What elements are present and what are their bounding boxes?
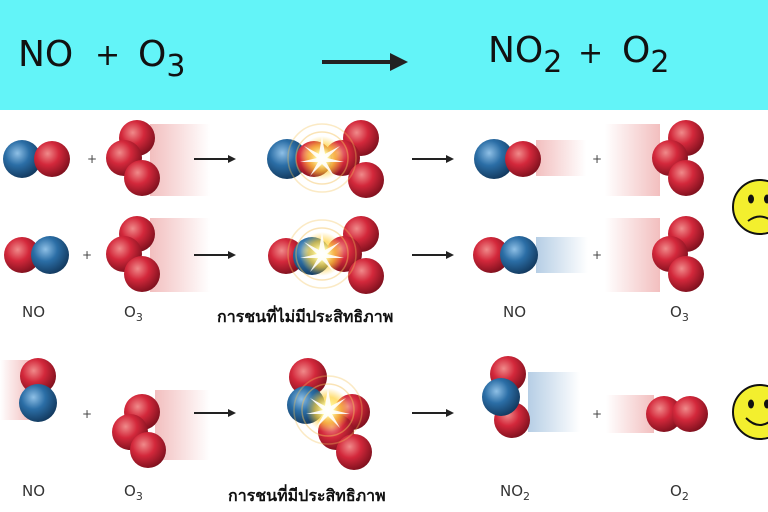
label-no-product-ineffective: NO: [503, 303, 527, 321]
row1-plus: +: [87, 152, 97, 166]
row2-no-molecule: [4, 236, 69, 274]
label-o3-reactant-ineffective: O3: [124, 303, 143, 324]
equation-plus-1: +: [95, 38, 121, 73]
equation-plus-2: +: [578, 36, 604, 71]
row1-arrow-2: [411, 154, 455, 164]
row3-plus: +: [82, 407, 92, 421]
row1-no-after-molecule: [474, 139, 541, 179]
row3-collision: [287, 358, 372, 470]
row3-o3-molecule: [112, 394, 166, 468]
row1-o3-after-trail: [605, 124, 660, 196]
equation-reactant-no: NO: [18, 34, 74, 75]
label-no2-product: NO2: [500, 482, 531, 503]
label-no-reactant-ineffective: NO: [22, 303, 46, 321]
row2-arrow-2: [411, 250, 455, 260]
equation-reactant-o3: O3: [138, 34, 186, 84]
row3-no-molecule: [19, 358, 57, 422]
row1-o3-molecule: [106, 120, 160, 196]
row3-arrow-2: [411, 408, 455, 418]
row1-plus-2: +: [592, 152, 602, 166]
row2-no-after-molecule: [473, 236, 538, 274]
label-o3-reactant-effective: O3: [124, 482, 143, 503]
happy-face-icon: [732, 384, 768, 440]
row1-o3-after-molecule: [652, 120, 704, 196]
row2-o3-after-molecule: [652, 216, 704, 292]
row2-o3-molecule: [106, 216, 160, 292]
row3-plus-2: +: [592, 407, 602, 421]
equation-product-no2: NO2: [488, 30, 563, 80]
row1-no-molecule: [3, 140, 70, 178]
sad-face-icon: [732, 179, 768, 235]
equation-arrow: [322, 53, 408, 71]
equation-banner: [0, 0, 768, 110]
label-o3-product-ineffective: O3: [670, 303, 689, 324]
row2-plus-2: +: [592, 248, 602, 262]
row2-plus: +: [82, 248, 92, 262]
row3-no2-trail: [528, 372, 580, 432]
row1-no-after-trail: [536, 140, 586, 176]
row2-collision: [268, 216, 384, 294]
row1-collision: [267, 120, 384, 198]
label-o2-product: O2: [670, 482, 689, 503]
equation-product-o2: O2: [622, 30, 670, 80]
row3-no2-molecule: [482, 356, 530, 438]
label-no-reactant-effective: NO: [22, 482, 46, 500]
caption-ineffective-collision: การชนที่ไม่มีประสิทธิภาพ: [217, 307, 394, 326]
caption-effective-collision: การชนที่มีประสิทธิภาพ: [228, 486, 386, 505]
row3-o2-molecule: [646, 396, 708, 432]
row2-no-after-trail: [536, 237, 588, 273]
row2-o3-after-trail: [605, 218, 660, 292]
